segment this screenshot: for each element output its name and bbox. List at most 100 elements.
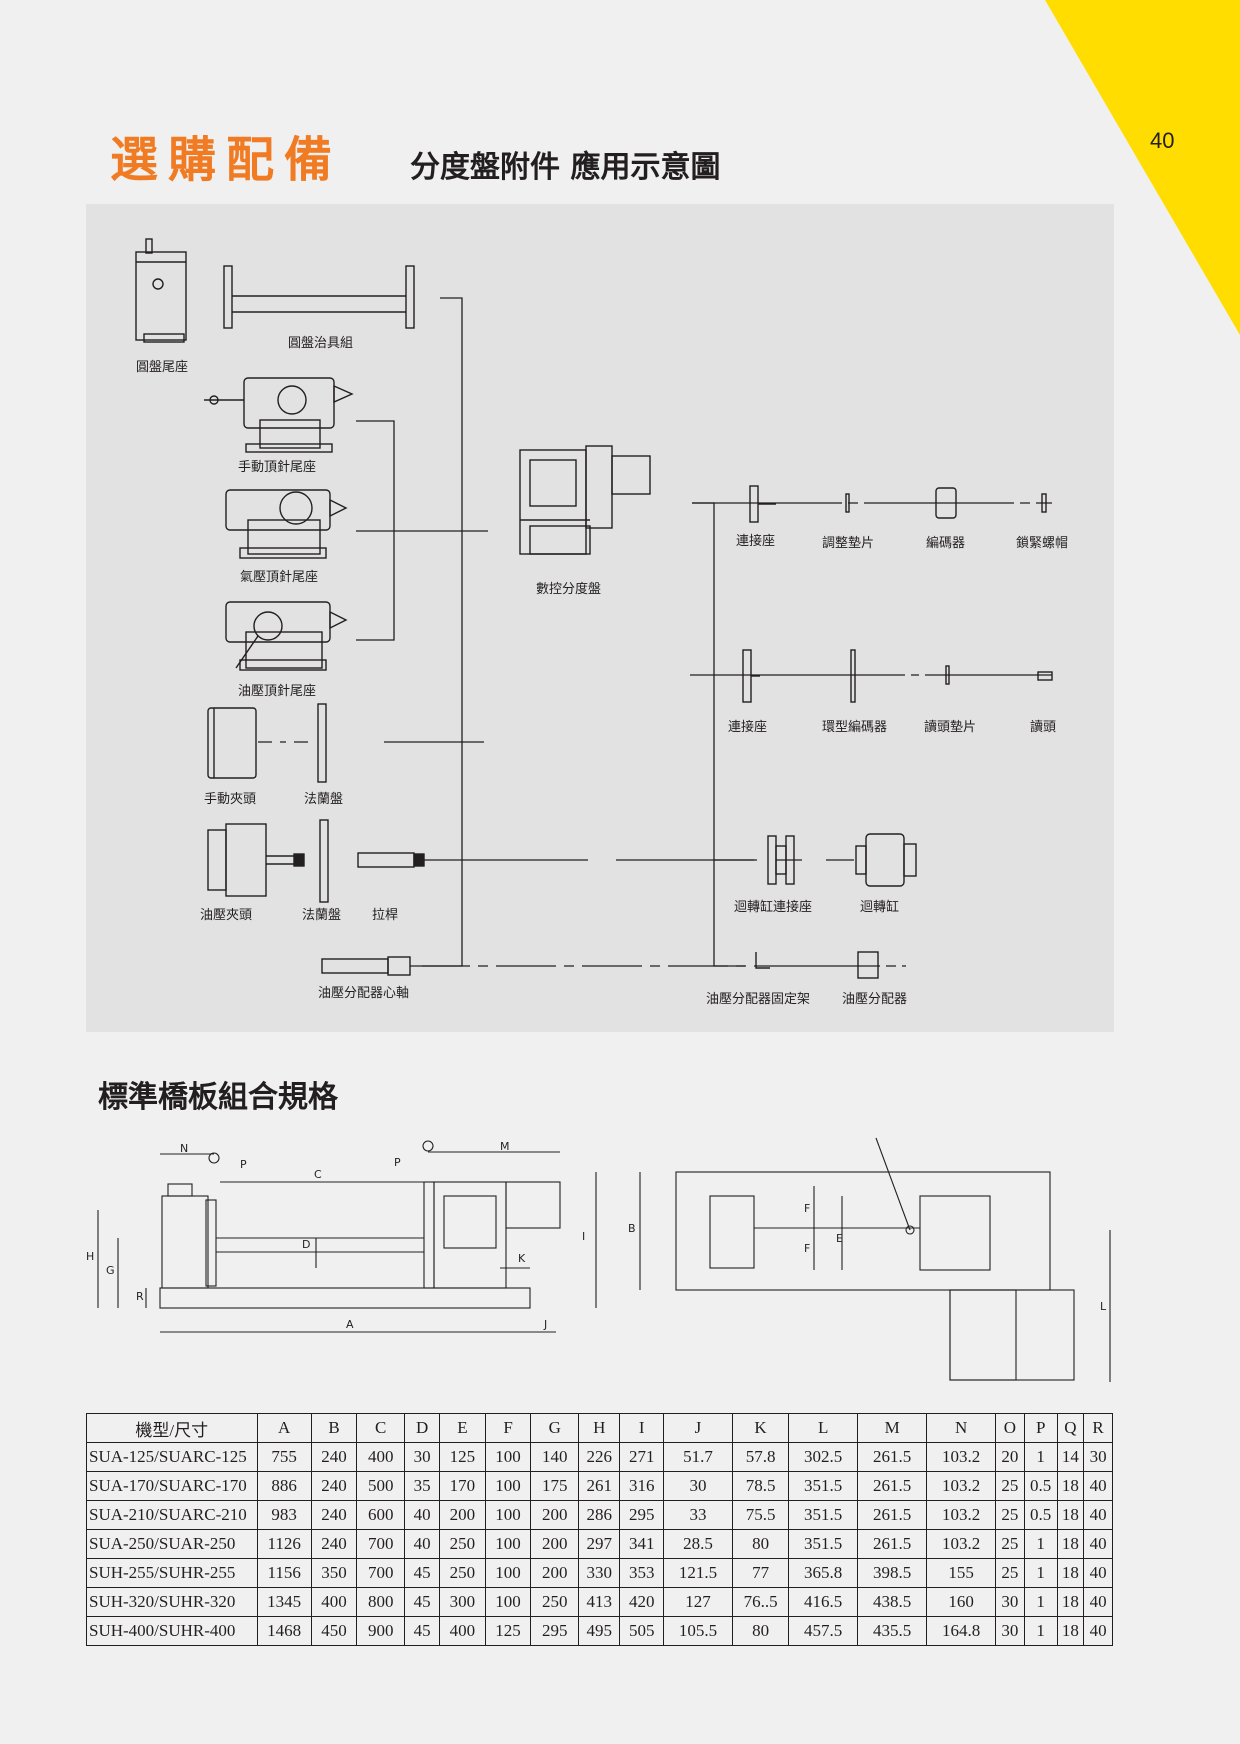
value-cell: 413: [578, 1587, 621, 1617]
value-cell: 1: [1023, 1529, 1058, 1559]
value-cell: 435.5: [857, 1616, 928, 1646]
value-cell: 330: [578, 1558, 621, 1588]
label-connector-1: 連接座: [736, 534, 776, 549]
model-cell: SUA-210/SUARC-210: [86, 1500, 258, 1530]
value-cell: 40: [1083, 1529, 1113, 1559]
value-cell: 416.5: [788, 1587, 859, 1617]
value-cell: 103.2: [926, 1529, 997, 1559]
dim-label-g: G: [106, 1264, 115, 1277]
value-cell: 250: [530, 1587, 580, 1617]
dim-label-r: R: [136, 1290, 144, 1303]
value-cell: 45: [404, 1616, 441, 1646]
section-title-bridge-spec: 標準橋板組合規格: [98, 1080, 338, 1115]
dim-label-i: I: [582, 1230, 586, 1243]
col-header: 機型/尺寸: [86, 1413, 258, 1443]
value-cell: 886: [256, 1471, 312, 1501]
value-cell: 0.5: [1023, 1500, 1058, 1530]
value-cell: 420: [619, 1587, 664, 1617]
model-cell: SUA-125/SUARC-125: [86, 1442, 258, 1472]
value-cell: 25: [995, 1558, 1025, 1588]
label-hydraulic-tailstock: 油壓頂針尾座: [238, 684, 317, 699]
value-cell: 18: [1056, 1558, 1085, 1588]
label-manual-tailstock: 手動頂針尾座: [238, 460, 317, 475]
col-header: F: [484, 1413, 532, 1443]
dim-label-p: P: [240, 1158, 247, 1171]
value-cell: 140: [530, 1442, 580, 1472]
value-cell: 1468: [256, 1616, 312, 1646]
col-header: L: [788, 1413, 859, 1443]
value-cell: 700: [356, 1558, 406, 1588]
dim-label-l: L: [1100, 1300, 1107, 1313]
model-cell: SUH-320/SUHR-320: [86, 1587, 258, 1617]
value-cell: 295: [619, 1500, 664, 1530]
value-cell: 302.5: [788, 1442, 859, 1472]
value-cell: 297: [578, 1529, 621, 1559]
value-cell: 18: [1056, 1500, 1085, 1530]
value-cell: 45: [404, 1558, 441, 1588]
value-cell: 398.5: [857, 1558, 928, 1588]
model-cell: SUA-250/SUAR-250: [86, 1529, 258, 1559]
value-cell: 200: [439, 1500, 486, 1530]
value-cell: 495: [578, 1616, 621, 1646]
value-cell: 25: [995, 1529, 1025, 1559]
value-cell: 30: [404, 1442, 441, 1472]
value-cell: 20: [995, 1442, 1025, 1472]
value-cell: 755: [256, 1442, 312, 1472]
value-cell: 1: [1023, 1587, 1058, 1617]
value-cell: 103.2: [926, 1442, 997, 1472]
value-cell: 33: [662, 1500, 733, 1530]
dim-label-m: M: [500, 1140, 510, 1153]
value-cell: 18: [1056, 1616, 1085, 1646]
value-cell: 40: [404, 1500, 441, 1530]
value-cell: 261.5: [857, 1471, 928, 1501]
value-cell: 0.5: [1023, 1471, 1058, 1501]
value-cell: 271: [619, 1442, 664, 1472]
value-cell: 25: [995, 1500, 1025, 1530]
value-cell: 25: [995, 1471, 1025, 1501]
value-cell: 30: [1083, 1442, 1113, 1472]
value-cell: 457.5: [788, 1616, 859, 1646]
value-cell: 14: [1056, 1442, 1085, 1472]
value-cell: 30: [995, 1587, 1025, 1617]
value-cell: 250: [439, 1529, 486, 1559]
value-cell: 261.5: [857, 1500, 928, 1530]
value-cell: 100: [484, 1558, 532, 1588]
label-reader-shim: 讀頭墊片: [924, 720, 977, 735]
label-rotary-cyl-connector: 迴轉缸連接座: [734, 900, 813, 915]
value-cell: 103.2: [926, 1471, 997, 1501]
label-lock-nut: 鎖緊螺帽: [1016, 536, 1069, 551]
label-manual-chuck: 手動夾頭: [204, 792, 257, 807]
value-cell: 105.5: [662, 1616, 733, 1646]
label-fixture-set: 圓盤治具組: [288, 336, 354, 351]
dim-label-c: C: [314, 1168, 322, 1181]
value-cell: 125: [484, 1616, 532, 1646]
col-header: A: [256, 1413, 312, 1443]
value-cell: 600: [356, 1500, 406, 1530]
value-cell: 700: [356, 1529, 406, 1559]
dim-label-n: N: [180, 1142, 189, 1155]
col-header: D: [404, 1413, 441, 1443]
value-cell: 261.5: [857, 1529, 928, 1559]
value-cell: 1: [1023, 1558, 1058, 1588]
value-cell: 261: [578, 1471, 621, 1501]
value-cell: 40: [404, 1529, 441, 1559]
value-cell: 30: [995, 1616, 1025, 1646]
value-cell: 51.7: [662, 1442, 733, 1472]
value-cell: 78.5: [731, 1471, 790, 1501]
col-header: E: [439, 1413, 486, 1443]
value-cell: 261.5: [857, 1442, 928, 1472]
col-header: P: [1023, 1413, 1058, 1443]
label-reader-head: 讀頭: [1030, 720, 1057, 735]
value-cell: 35: [404, 1471, 441, 1501]
value-cell: 100: [484, 1471, 532, 1501]
value-cell: 18: [1056, 1587, 1085, 1617]
value-cell: 351.5: [788, 1529, 859, 1559]
dim-label-b: B: [628, 1222, 636, 1235]
value-cell: 450: [310, 1616, 358, 1646]
value-cell: 164.8: [926, 1616, 997, 1646]
label-draw-bar: 拉桿: [372, 908, 399, 923]
col-header: M: [857, 1413, 928, 1443]
value-cell: 127: [662, 1587, 733, 1617]
page-subtitle: 分度盤附件 應用示意圖: [410, 150, 721, 185]
